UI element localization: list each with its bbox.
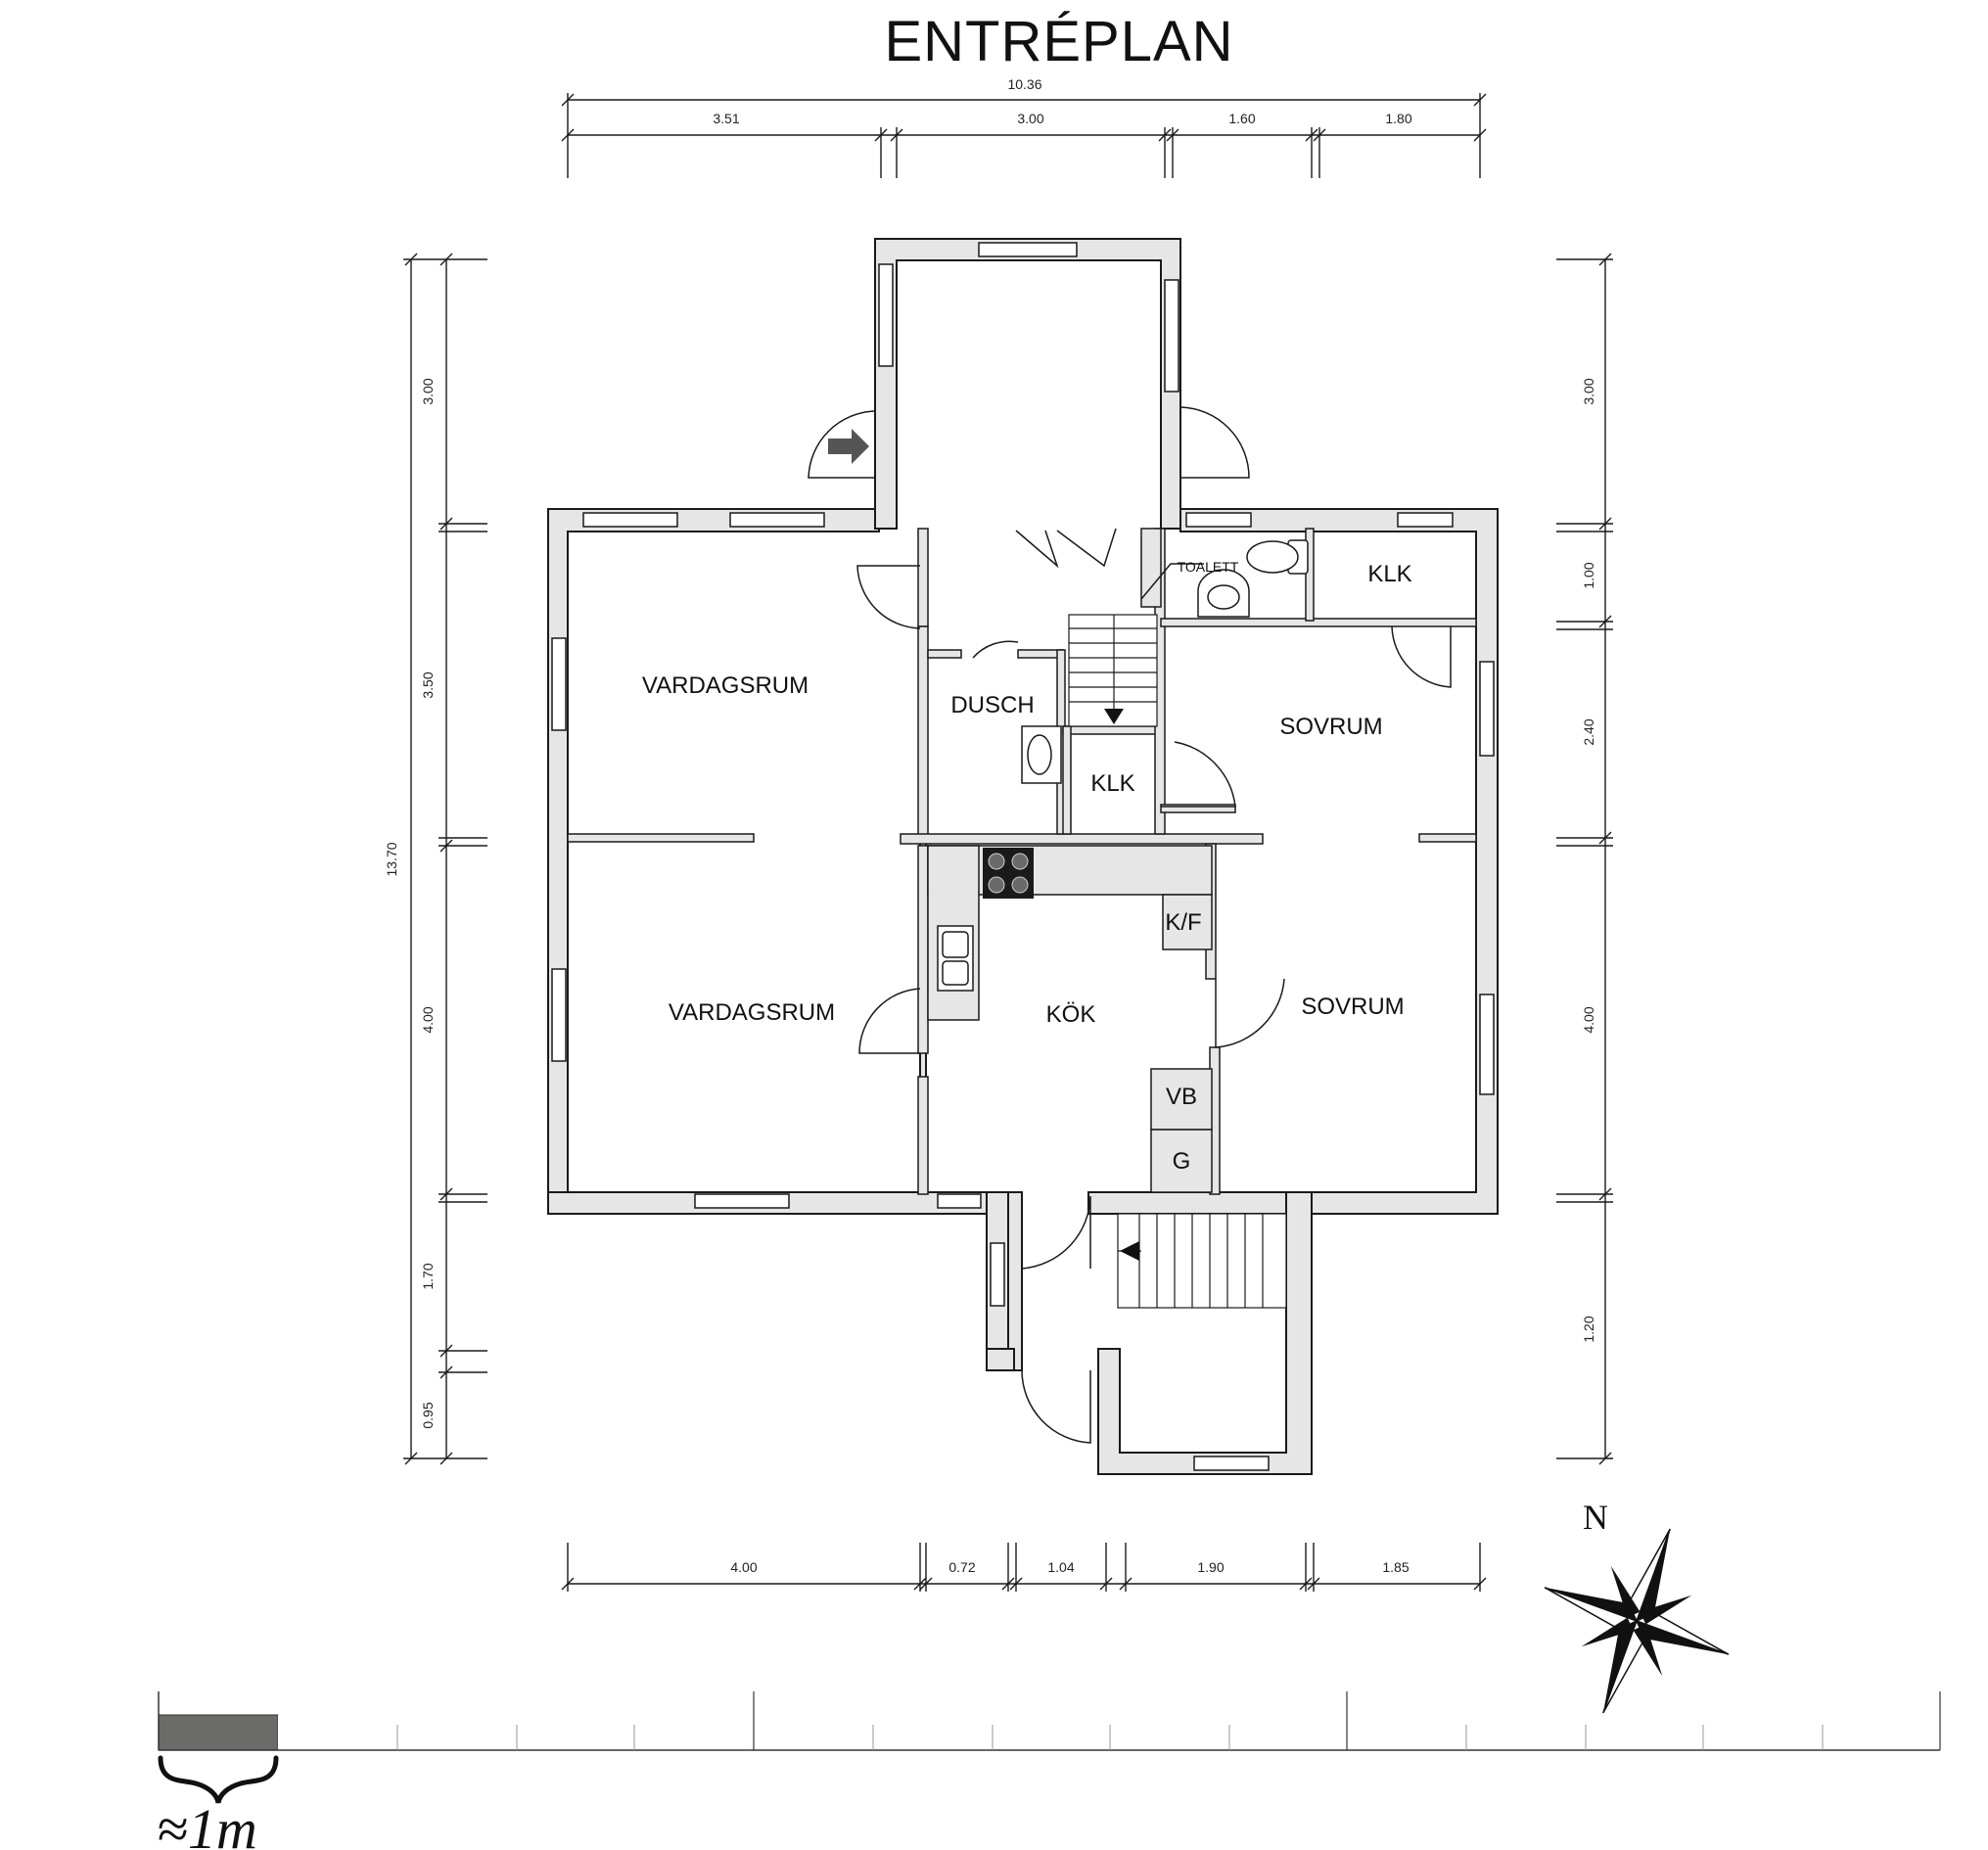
stair-direction-arrow-icon — [1104, 709, 1124, 724]
dim-left-seg-1: 3.00 — [420, 378, 436, 404]
bottom-dimension-chain — [561, 1543, 1487, 1592]
window — [582, 512, 678, 528]
dim-top-seg-4: 1.80 — [1385, 111, 1411, 126]
room-label-klk: KLK — [1090, 770, 1134, 797]
window — [551, 637, 567, 731]
dim-top-seg-3: 1.60 — [1228, 111, 1255, 126]
window — [990, 1242, 1005, 1307]
window — [1185, 512, 1252, 528]
dim-left-seg-3: 4.00 — [420, 1006, 436, 1033]
window — [937, 1193, 982, 1209]
dim-right-seg-2: 1.00 — [1581, 562, 1596, 588]
window — [694, 1193, 790, 1209]
left-dimension-chain — [403, 253, 487, 1465]
sink-icon — [937, 925, 974, 992]
room-label-sovrum: SOVRUM — [1279, 714, 1382, 740]
washbasin-icon — [1021, 725, 1062, 784]
washbasin-icon — [1197, 569, 1250, 618]
entrance-arrow-icon — [828, 429, 869, 464]
windows — [551, 242, 1495, 1471]
toilet-icon — [1246, 539, 1309, 575]
room-label-sovrum: SOVRUM — [1301, 994, 1404, 1020]
label-kf: K/F — [1165, 909, 1201, 936]
scale-label: ≈1m — [157, 1797, 257, 1850]
room-label-kok: KÖK — [1046, 1001, 1096, 1028]
dim-bottom-seg-1: 4.00 — [730, 1559, 757, 1575]
dim-right-seg-5: 1.20 — [1581, 1316, 1596, 1342]
room-label-vardagsrum: VARDAGSRUM — [642, 672, 809, 699]
stove-icon — [983, 848, 1034, 899]
window — [1479, 994, 1495, 1095]
brace-icon — [158, 1755, 279, 1804]
window — [1397, 512, 1454, 528]
label-vb: VB — [1166, 1084, 1197, 1110]
room-label-dusch: DUSCH — [950, 692, 1034, 718]
dim-right-seg-3: 2.40 — [1581, 718, 1596, 745]
stair-upper — [1068, 614, 1158, 727]
dim-top-total: 10.36 — [1007, 76, 1041, 92]
dim-bottom-seg-3: 1.04 — [1047, 1559, 1074, 1575]
room-label-klk: KLK — [1367, 561, 1411, 587]
dim-left-seg-5: 0.95 — [420, 1402, 436, 1428]
right-dimension-chain — [1556, 253, 1613, 1465]
window — [729, 512, 825, 528]
plan-title: ENTRÉPLAN — [884, 10, 1233, 73]
room-label-vardagsrum: VARDAGSRUM — [669, 999, 835, 1026]
window — [551, 968, 567, 1062]
window — [1164, 279, 1179, 393]
dim-left-seg-2: 3.50 — [420, 671, 436, 698]
dim-left-seg-4: 1.70 — [420, 1263, 436, 1289]
stair-direction-arrow-icon — [1120, 1241, 1139, 1261]
interior-walls — [567, 528, 1477, 1195]
dim-bottom-seg-4: 1.90 — [1197, 1559, 1224, 1575]
doors — [808, 406, 1452, 1444]
window — [1479, 661, 1495, 757]
label-g: G — [1173, 1148, 1191, 1175]
window — [878, 263, 894, 367]
compass-rose-icon — [1544, 1528, 1730, 1714]
room-label-toalett: TOALETT — [1178, 559, 1239, 575]
window — [1193, 1456, 1270, 1471]
dim-right-seg-4: 4.00 — [1581, 1006, 1596, 1033]
dim-right-seg-1: 3.00 — [1581, 378, 1596, 404]
dim-left-total: 13.70 — [384, 842, 399, 876]
dim-bottom-seg-5: 1.85 — [1382, 1559, 1409, 1575]
stair-lower — [1117, 1213, 1287, 1309]
compass-north-label: N — [1583, 1498, 1608, 1537]
scale-bar — [158, 1691, 1941, 1751]
dim-bottom-seg-2: 0.72 — [948, 1559, 975, 1575]
dim-top-seg-2: 3.00 — [1017, 111, 1043, 126]
window — [978, 242, 1078, 257]
dim-top-seg-1: 3.51 — [713, 111, 739, 126]
top-dimension-chain — [561, 93, 1487, 178]
